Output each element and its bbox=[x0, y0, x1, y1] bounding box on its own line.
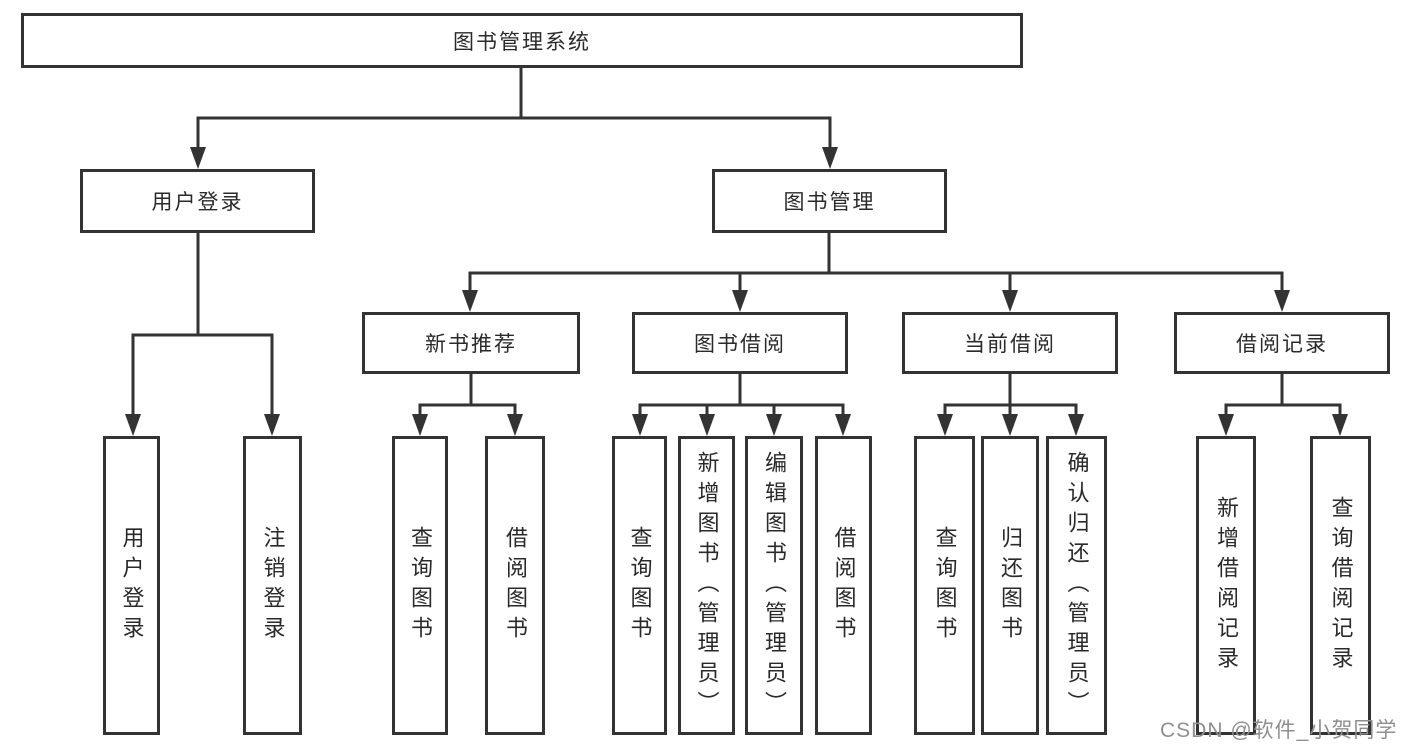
leaf-add-book-admin-label: 新增图书（管理员） bbox=[694, 450, 720, 721]
leaf-logout: 注销登录 bbox=[243, 436, 302, 735]
leaf-edit-book-admin-label: 编辑图书（管理员） bbox=[762, 450, 787, 721]
leaf-query-book-borrow: 查询图书 bbox=[612, 436, 667, 735]
node-user-login-label: 用户登录 bbox=[151, 191, 244, 214]
leaf-return-book-label: 归还图书 bbox=[998, 525, 1023, 646]
leaf-query-book-current-label: 查询图书 bbox=[932, 525, 958, 646]
leaf-query-borrow-record: 查询借阅记录 bbox=[1310, 436, 1371, 735]
node-root: 图书管理系统 bbox=[21, 13, 1023, 68]
leaf-borrow-book-label: 借阅图书 bbox=[831, 525, 857, 646]
node-borrow-record: 借阅记录 bbox=[1174, 312, 1390, 374]
leaf-add-book-admin: 新增图书（管理员） bbox=[678, 436, 735, 735]
node-book-management: 图书管理 bbox=[712, 169, 947, 233]
csdn-watermark: CSDN @软件_小贺同学 bbox=[1160, 719, 1398, 742]
leaf-return-book: 归还图书 bbox=[981, 436, 1039, 735]
arrowhead-icon bbox=[1068, 414, 1084, 436]
arrowhead-icon bbox=[462, 290, 478, 312]
arrowhead-icon bbox=[1002, 290, 1018, 312]
leaf-user-login-label: 用户登录 bbox=[119, 525, 145, 646]
arrowhead-icon bbox=[1002, 414, 1018, 436]
leaf-borrow-book-recommend-label: 借阅图书 bbox=[503, 525, 528, 646]
arrowhead-icon bbox=[699, 414, 715, 436]
arrowhead-icon bbox=[1274, 290, 1290, 312]
arrowhead-icon bbox=[732, 290, 748, 312]
leaf-query-book-recommend: 查询图书 bbox=[392, 436, 448, 735]
arrowhead-icon bbox=[632, 414, 648, 436]
arrowhead-icon bbox=[125, 414, 141, 436]
node-user-login: 用户登录 bbox=[80, 169, 315, 233]
arrowhead-icon bbox=[766, 414, 782, 436]
arrowhead-icon bbox=[1332, 414, 1348, 436]
leaf-user-login: 用户登录 bbox=[103, 436, 160, 735]
node-current-borrow: 当前借阅 bbox=[902, 312, 1118, 374]
node-book-borrow: 图书借阅 bbox=[632, 312, 848, 374]
leaf-borrow-book-recommend: 借阅图书 bbox=[485, 436, 545, 735]
leaf-add-borrow-record-label: 新增借阅记录 bbox=[1214, 495, 1239, 676]
node-book-management-label: 图书管理 bbox=[783, 191, 876, 214]
leaf-borrow-book: 借阅图书 bbox=[815, 436, 872, 735]
arrowhead-icon bbox=[937, 414, 953, 436]
leaf-query-book-borrow-label: 查询图书 bbox=[627, 525, 653, 646]
arrowhead-icon bbox=[835, 414, 851, 436]
node-borrow-record-label: 借阅记录 bbox=[1236, 333, 1328, 356]
node-root-label: 图书管理系统 bbox=[453, 30, 591, 54]
arrowhead-icon bbox=[1218, 414, 1234, 436]
node-new-book-recommend: 新书推荐 bbox=[362, 312, 580, 374]
leaf-edit-book-admin: 编辑图书（管理员） bbox=[745, 436, 803, 735]
leaf-logout-label: 注销登录 bbox=[260, 525, 286, 646]
arrowhead-icon bbox=[412, 414, 428, 436]
leaf-query-borrow-record-label: 查询借阅记录 bbox=[1328, 495, 1354, 676]
node-current-borrow-label: 当前借阅 bbox=[964, 333, 1056, 356]
arrowheads bbox=[125, 147, 1348, 436]
arrowhead-icon bbox=[507, 414, 523, 436]
leaf-confirm-return-admin: 确认归还（管理员） bbox=[1046, 436, 1107, 735]
leaf-query-book-current: 查询图书 bbox=[914, 436, 975, 735]
arrowhead-icon bbox=[264, 414, 280, 436]
leaf-confirm-return-admin-label: 确认归还（管理员） bbox=[1064, 450, 1090, 721]
node-book-borrow-label: 图书借阅 bbox=[694, 333, 786, 356]
leaf-add-borrow-record: 新增借阅记录 bbox=[1196, 436, 1256, 735]
arrowhead-icon bbox=[822, 147, 838, 169]
leaf-query-book-recommend-label: 查询图书 bbox=[408, 525, 433, 646]
node-new-book-recommend-label: 新书推荐 bbox=[425, 333, 517, 356]
arrowhead-icon bbox=[190, 147, 206, 169]
